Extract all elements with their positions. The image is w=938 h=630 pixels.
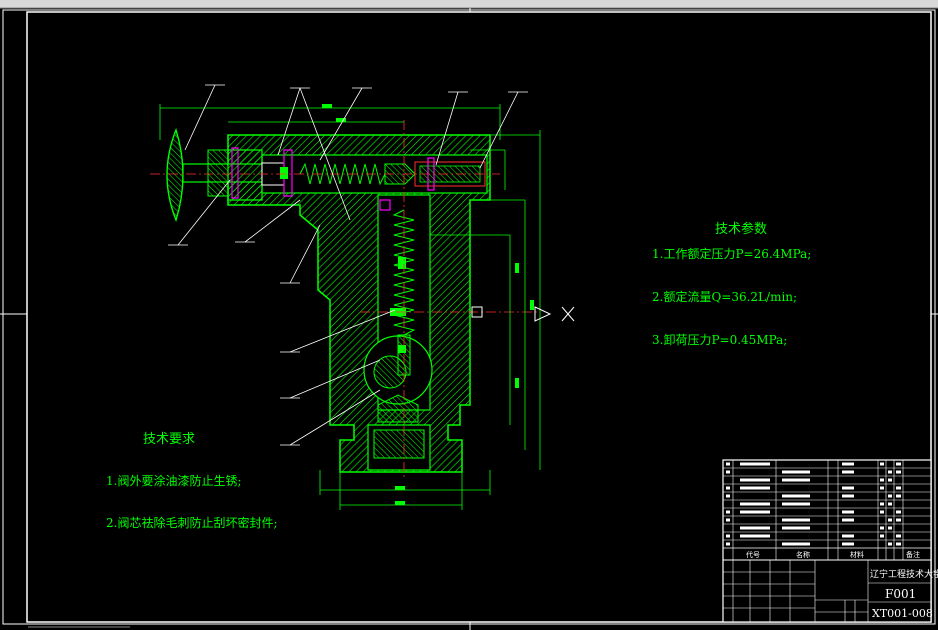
bom-cell-mark: [896, 518, 901, 522]
bom-cell-mark: [782, 478, 810, 482]
bom-cell-mark: [888, 526, 892, 530]
tech-requirements-item: 1.阀外要涂油漆防止生锈;: [106, 473, 242, 488]
bom-header-name: 名称: [796, 550, 810, 559]
tech-params-item: 1.工作额定压力P=26.4MPa;: [652, 246, 811, 261]
bom-cell-mark: [726, 494, 730, 498]
bom-cell-mark: [880, 526, 884, 530]
bom-cell-mark: [880, 486, 884, 490]
bom-cell-mark: [782, 542, 810, 546]
bom-cell-mark: [842, 534, 854, 538]
bom-cell-mark: [888, 502, 892, 506]
bom-cell-mark: [896, 510, 901, 514]
bom-cell-mark: [888, 494, 892, 498]
bom-cell-mark: [842, 486, 854, 490]
bom-cell-mark: [888, 470, 892, 474]
bom-cell-mark: [842, 542, 854, 546]
drawing-name: F001: [885, 587, 916, 601]
bom-cell-mark: [842, 494, 854, 498]
bom-cell-mark: [740, 510, 770, 514]
bom-header-code: 代号: [746, 550, 760, 559]
bom-cell-mark: [740, 478, 770, 482]
bom-cell-mark: [880, 510, 884, 514]
toolbar-strip: [0, 0, 938, 8]
tech-params: 技术参数 1.工作额定压力P=26.4MPa; 2.额定流量Q=36.2L/mi…: [652, 221, 811, 347]
bom-cell-mark: [896, 470, 901, 474]
drawing-number: XT001-008: [872, 607, 933, 620]
bom-cell-mark: [726, 534, 730, 538]
bom-cell-mark: [726, 510, 730, 514]
bom-cell-mark: [740, 526, 770, 530]
tech-params-item: 3.卸荷压力P=0.45MPa;: [652, 332, 787, 347]
bom-cell-mark: [880, 502, 884, 506]
bom-cell-mark: [782, 494, 810, 498]
bom-cell-mark: [740, 502, 770, 506]
bom-cell-mark: [726, 470, 730, 474]
bom-cell-mark: [726, 486, 730, 490]
bom-header-remark: 备注: [906, 550, 920, 559]
bom-cell-mark: [740, 462, 770, 466]
tech-params-title: 技术参数: [715, 221, 767, 237]
tech-requirements: 技术要求 1.阀外要涂油漆防止生锈; 2.阀芯祛除毛刺防止刮坏密封件;: [106, 432, 278, 530]
valve-section-view: [150, 120, 540, 480]
bom-cell-mark: [880, 462, 884, 466]
title-block: 代号 名称 材料 备注 辽宁工程技术大学 F001 XT001-008: [722, 459, 938, 623]
bom-cell-mark: [880, 534, 884, 538]
tech-params-item: 2.额定流量Q=36.2L/min;: [652, 289, 797, 304]
bom-cell-mark: [880, 478, 884, 482]
horizontal-spring: [299, 162, 386, 186]
bom-cell-mark: [782, 526, 810, 530]
bom-cell-mark: [888, 518, 892, 522]
bom-cell-mark: [842, 470, 854, 474]
bom-cell-mark: [726, 518, 730, 522]
bom-cell-mark: [782, 502, 810, 506]
bom-cell-mark: [896, 534, 901, 538]
tech-requirements-title: 技术要求: [143, 432, 195, 447]
handwheel: [166, 127, 184, 223]
tech-requirements-item: 2.阀芯祛除毛刺防止刮坏密封件;: [106, 515, 278, 530]
part-leaders: [168, 84, 528, 446]
bom-cell-mark: [842, 510, 854, 514]
bom-cell-mark: [896, 462, 901, 466]
drawing-frame: [0, 8, 938, 630]
bom-cell-mark: [782, 470, 810, 474]
bom-cell-mark: [842, 518, 854, 522]
bom-header-material: 材料: [850, 550, 864, 559]
bom-cell-mark: [782, 518, 810, 522]
bom-cell-mark: [740, 486, 770, 490]
bom-cell-mark: [896, 494, 901, 498]
bom-cell-mark: [896, 486, 901, 490]
bom-cell-mark: [896, 542, 901, 546]
port-symbol: [471, 306, 575, 322]
bom-cell-mark: [740, 534, 770, 538]
school-name: 辽宁工程技术大学: [870, 568, 938, 580]
bom-cell-mark: [726, 542, 730, 546]
bom-cell-mark: [842, 462, 854, 466]
bom-cell-mark: [726, 462, 730, 466]
bom-cell-mark: [888, 542, 892, 546]
bom-cell-mark: [888, 478, 892, 482]
